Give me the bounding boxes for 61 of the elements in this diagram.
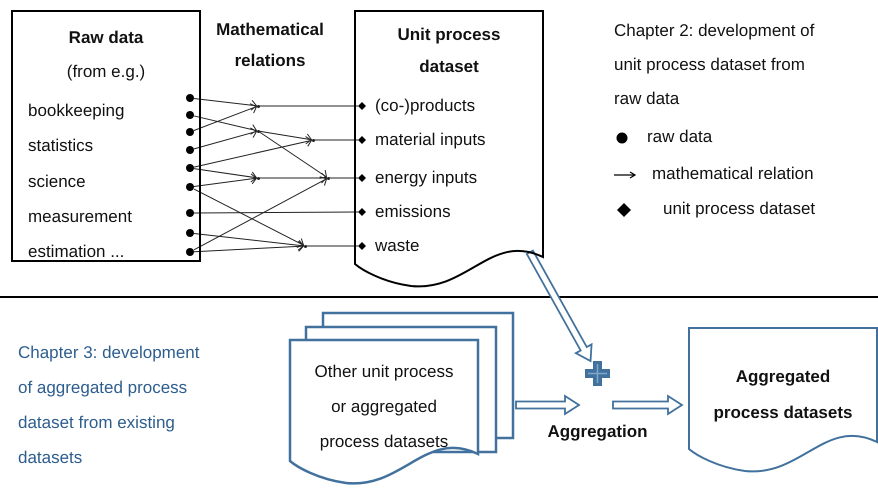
list-item: statistics: [28, 136, 94, 156]
relation-arrow: [194, 240, 304, 252]
box-heading: Raw data: [68, 28, 144, 48]
relation-arrow: [194, 168, 257, 182]
output-item: emissions: [375, 202, 451, 222]
relation-arrow: [194, 127, 257, 150]
dot-marker: [186, 229, 194, 237]
relation-arrow: [259, 130, 312, 144]
dot-marker: [186, 146, 194, 154]
diamond-marker: [358, 208, 366, 216]
dot-marker: [186, 94, 194, 102]
document-heading: Unit process dataset: [396, 24, 502, 78]
dot-marker: [186, 164, 194, 172]
relation-arrow: [194, 115, 257, 135]
diamond-marker: [358, 242, 366, 250]
relation-arrow: [194, 188, 304, 248]
document-heading: Aggregated process datasets: [712, 366, 854, 424]
data-source-box: [11, 10, 201, 262]
junction-point: [256, 104, 260, 108]
junction-point: [256, 176, 260, 180]
dot-marker: [186, 128, 194, 136]
relation-arrow: [194, 103, 257, 131]
relation-arrow: [194, 176, 327, 250]
list-item: estimation ...: [28, 242, 124, 262]
document-text: Other unit process or aggregated process datasets: [314, 361, 454, 453]
dot-marker: [186, 209, 194, 217]
list-item: measurement: [28, 207, 132, 227]
output-item: material inputs: [375, 130, 486, 150]
output-item: energy inputs: [375, 168, 478, 188]
plus-icon: [585, 361, 610, 386]
junction-point: [326, 176, 330, 180]
junction-point: [312, 138, 314, 142]
step-label: Aggregation: [546, 422, 649, 442]
diamond-marker: [358, 174, 366, 182]
relation-arrow: [259, 172, 327, 184]
output-item: waste: [375, 236, 420, 256]
dot-marker: [186, 248, 194, 256]
relation-arrow: [259, 132, 327, 179]
relation-arrow: [194, 98, 257, 111]
relation-arrow: [194, 136, 312, 168]
legend-label: mathematical relation: [652, 164, 814, 184]
block-arrow: [526, 249, 593, 362]
list-item: science: [28, 172, 86, 192]
list-item: bookkeeping: [28, 101, 124, 121]
chapter-note: Chapter 3: development of aggregated process dataset from existing datasets: [18, 342, 200, 469]
connector-line: [194, 212, 358, 214]
junction-point: [304, 244, 306, 248]
junction-point: [256, 130, 260, 132]
column-heading: Mathematical relations: [215, 19, 325, 72]
legend-label: raw data: [647, 127, 712, 147]
box-subheading: (from e.g.): [66, 62, 146, 82]
diamond-marker: [358, 136, 366, 144]
output-item: (co-)products: [375, 96, 476, 116]
dot-marker: [186, 111, 194, 119]
block-arrow: [612, 394, 684, 416]
block-arrow: [515, 394, 581, 416]
diamond-marker: [358, 102, 366, 110]
relation-arrow: [194, 232, 304, 251]
relation-arrow: [194, 173, 257, 187]
legend-label: unit process dataset: [663, 199, 816, 219]
dot-marker: [186, 183, 194, 191]
